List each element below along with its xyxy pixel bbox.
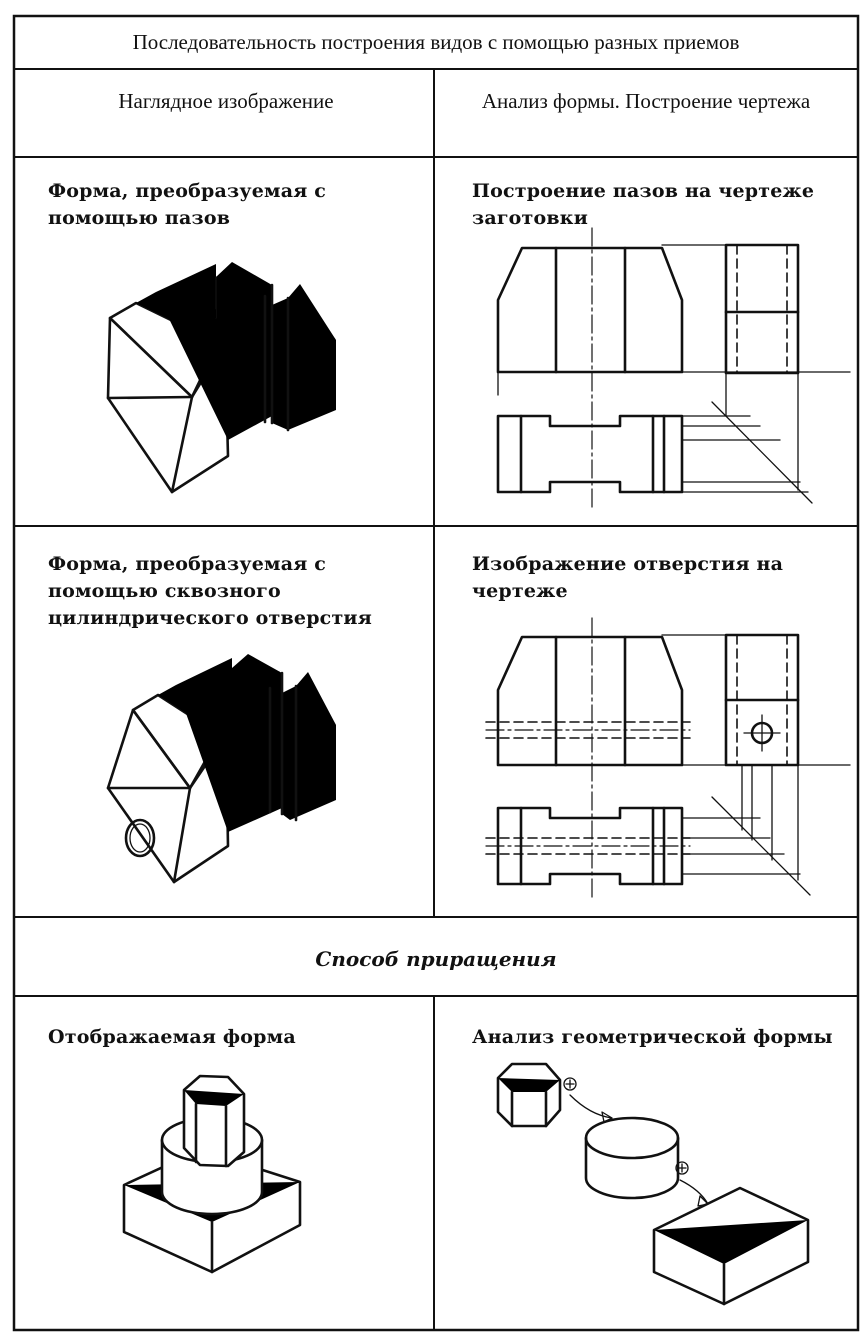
row2-left-caption: Форма, преобразуемая с помощью сквозного… [48, 553, 372, 629]
column-header-right: Анализ формы. Построение чертежа [481, 89, 811, 113]
fig2-isometric-block-with-hole [106, 654, 336, 884]
fig3-additive-shape-analysis [496, 1062, 810, 1306]
fig3-isometric-stack [122, 1074, 302, 1274]
row1-left-caption: Форма, преобразуемая с помощью пазов [48, 180, 327, 229]
section-title: Способ приращения [315, 947, 557, 971]
row2-right-caption: Изображение отверстия на чертеже [472, 553, 784, 602]
fig2-orthographic-hole-drawing [485, 617, 851, 901]
fig1-orthographic-slot-drawing [496, 227, 851, 511]
row3-left-caption: Отображаемая форма [48, 1026, 296, 1048]
fig1-isometric-slotted-block [106, 262, 336, 494]
row1-right-caption: Построение пазов на чертеже заготовки [472, 180, 815, 229]
table-title: Последовательность построения видов с по… [132, 30, 740, 54]
column-header-left: Наглядное изображение [118, 89, 334, 113]
row3-right-caption: Анализ геометрической формы [472, 1026, 833, 1048]
